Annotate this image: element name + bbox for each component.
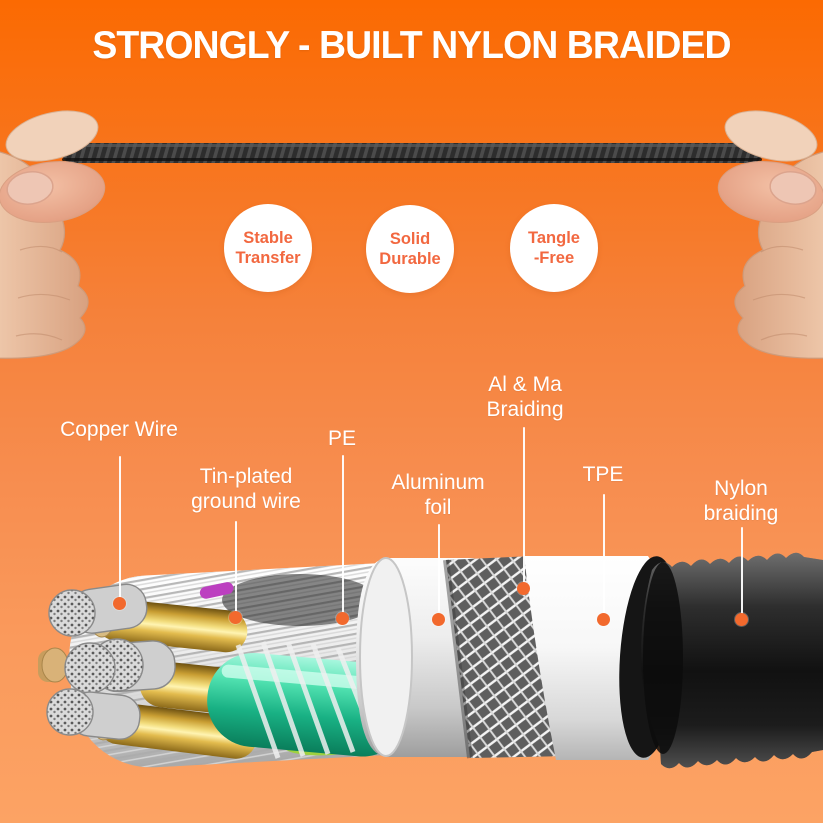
badge-label: -Free [533, 249, 575, 267]
callout-dot-pe [336, 612, 349, 625]
badge-tangle-free: Tangle -Free [510, 204, 598, 292]
cable-hollow-shadow [222, 574, 378, 626]
callout-dot-copper-wire [113, 597, 126, 610]
callout-line-pe [342, 455, 344, 613]
badge-label: Solid [389, 230, 431, 248]
callout-line-tinned-wire [235, 521, 237, 612]
callout-dot-nylon-braiding [735, 613, 748, 626]
callout-line-aluminum-foil [438, 524, 440, 612]
callout-line-nylon-braiding [741, 527, 743, 614]
cable-cutaway-illustration [38, 552, 823, 769]
badge-solid-durable: Solid Durable [366, 205, 454, 293]
right-hand-photo [713, 101, 823, 359]
callout-line-tpe [603, 494, 605, 614]
badge-label: Tangle [528, 229, 580, 247]
callout-dot-al-ma-braiding [517, 582, 530, 595]
callout-label-copper-wire: Copper Wire [60, 418, 178, 441]
tinned-ground-wire-graphic [46, 583, 176, 740]
callout-dot-tpe [597, 613, 610, 626]
magenta-wire-graphic [199, 582, 234, 599]
stretched-cable-photo [62, 143, 762, 163]
page-title: STRONGLY - BUILT NYLON BRAIDED [92, 24, 731, 67]
badge-label: Stable [243, 229, 293, 247]
badge-label: Transfer [235, 249, 301, 267]
left-hand-photo [0, 110, 106, 359]
callout-label-tpe: TPE [582, 463, 624, 486]
callout-dot-aluminum-foil [432, 613, 445, 626]
badge-stable-transfer: Stable Transfer [224, 204, 312, 292]
callout-label-pe: PE [327, 427, 357, 450]
callout-line-al-ma-braiding [523, 427, 525, 583]
callout-line-copper-wire [119, 456, 121, 600]
callout-dot-tinned-wire [229, 611, 242, 624]
badge-label: Durable [379, 250, 441, 268]
nylon-braiding-graphic [641, 552, 823, 769]
